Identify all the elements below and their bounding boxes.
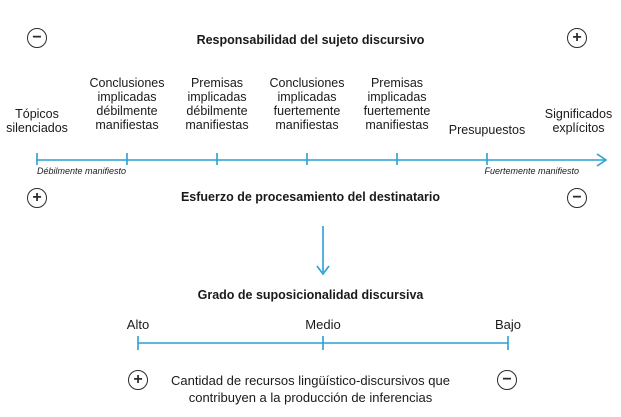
resources-caption: Cantidad de recursos lingüístico-discurs…	[0, 372, 621, 406]
item-3-line-1: Premisas	[190, 76, 244, 90]
item-2-line-2: implicadas	[97, 90, 157, 104]
item-3-line-3: débilmente	[186, 104, 248, 118]
item-7-line-1: Significados	[544, 107, 613, 121]
item-5-line-4: manifiestas	[365, 118, 429, 132]
item-5-line-3: fuertemente	[363, 104, 431, 118]
label-topicos-silenciados: Tópicos silenciados	[0, 107, 74, 135]
grade-label-alto: Alto	[126, 317, 150, 332]
item-2-line-3: débilmente	[96, 104, 158, 118]
grade-label-bajo: Bajo	[494, 317, 522, 332]
resources-line-2: contribuyen a la producción de inferenci…	[188, 390, 433, 405]
top-left-sign: −	[32, 29, 42, 46]
label-premisas-debil: Premisas implicadas débilmente manifiest…	[172, 76, 262, 132]
item-6-line-1: Presupuestos	[448, 123, 526, 137]
item-2-line-1: Conclusiones	[89, 76, 165, 90]
grade-label-medio: Medio	[305, 317, 341, 332]
label-significados-explicitos: Significados explícitos	[536, 107, 621, 135]
effort-title: Esfuerzo de procesamiento del destinatar…	[180, 190, 441, 204]
resources-left-sign: +	[133, 371, 143, 388]
minus-circle-icon: −	[27, 28, 47, 48]
label-presupuestos: Presupuestos	[442, 123, 532, 137]
main-axis-arrowhead	[596, 153, 608, 167]
item-5-line-1: Premisas	[370, 76, 424, 90]
plus-circle-icon: +	[27, 188, 47, 208]
item-2-line-4: manifiestas	[95, 118, 159, 132]
label-conclusiones-fuerte: Conclusiones implicadas fuertemente mani…	[262, 76, 352, 132]
top-right-sign: +	[572, 29, 582, 46]
item-4-line-3: fuertemente	[273, 104, 341, 118]
item-3-line-2: implicadas	[187, 90, 247, 104]
item-5-line-2: implicadas	[367, 90, 427, 104]
plus-circle-icon: +	[567, 28, 587, 48]
effort-left-sign: +	[32, 189, 42, 206]
item-4-line-2: implicadas	[277, 90, 337, 104]
minus-circle-icon: −	[497, 370, 517, 390]
item-4-line-1: Conclusiones	[269, 76, 345, 90]
weak-manifest-note: Débilmente manifiesto	[37, 166, 127, 176]
resources-right-sign: −	[502, 371, 512, 388]
down-arrow-head	[316, 265, 330, 276]
item-4-line-4: manifiestas	[275, 118, 339, 132]
item-1-line-2: silenciados	[6, 121, 68, 135]
effort-right-sign: −	[572, 189, 582, 206]
item-3-line-4: manifiestas	[185, 118, 249, 132]
item-7-line-2: explícitos	[552, 121, 605, 135]
label-conclusiones-debil: Conclusiones implicadas débilmente manif…	[82, 76, 172, 132]
minus-circle-icon: −	[567, 188, 587, 208]
resources-line-1: Cantidad de recursos lingüístico-discurs…	[171, 373, 450, 388]
top-title: Responsabilidad del sujeto discursivo	[196, 33, 425, 47]
item-1-line-1: Tópicos	[15, 107, 59, 121]
plus-circle-icon: +	[128, 370, 148, 390]
strong-manifest-note: Fuertemente manifiesto	[484, 166, 579, 176]
label-premisas-fuerte: Premisas implicadas fuertemente manifies…	[352, 76, 442, 132]
grade-title: Grado de suposicionalidad discursiva	[197, 288, 424, 302]
